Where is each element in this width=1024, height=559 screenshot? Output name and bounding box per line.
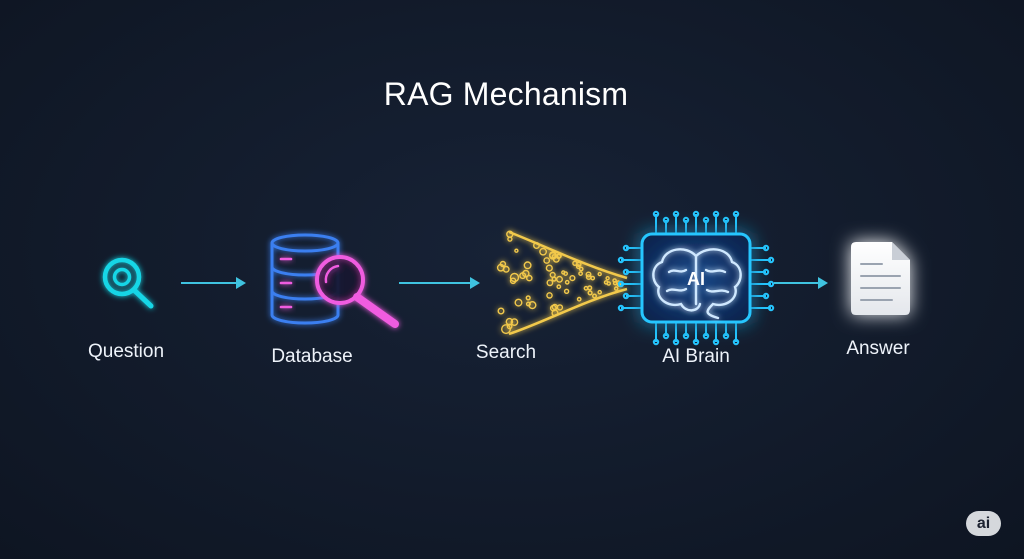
funnel-particle [539,247,547,256]
chip-pin-node [652,210,660,218]
chip-pin-node [767,256,775,264]
funnel-particle [556,275,564,283]
chip-pin-node [622,268,630,276]
funnel-particle [592,293,598,299]
page-title: RAG Mechanism [383,76,629,112]
funnel-particle [549,271,556,279]
chip-pin-node [762,268,770,276]
magnifier-icon [102,257,154,309]
funnel-particle [509,272,520,283]
chip-pin-node [732,338,740,346]
chip-pin-node [692,210,700,218]
funnel-particle [569,275,576,282]
funnel-particle [507,236,513,242]
funnel-particle [528,301,537,310]
funnel-particle [585,271,592,278]
funnel-particle [506,323,513,330]
step-label-answer: Answer [846,338,910,359]
document-icon [851,242,910,315]
chip-pin-node [702,216,710,224]
funnel-particle [509,277,517,285]
funnel-particle [578,271,583,276]
search-funnel-icon [496,230,628,336]
funnel-particle [575,264,581,270]
chip-pin-node [617,256,625,264]
chip-pin-node [652,338,660,346]
funnel-particle [546,292,553,299]
chip-pin-node [722,216,730,224]
ai-badge: ai [966,511,1001,536]
step-label-ai-brain: AI Brain [662,346,730,367]
funnel-particle [563,288,570,294]
funnel-particle [543,257,551,264]
chip-pin-node [662,216,670,224]
funnel-particle [606,281,612,286]
funnel-particle [497,307,505,315]
funnel-particle [549,251,557,259]
chip-pin-node [662,332,670,340]
funnel-particle [514,248,519,253]
database-search-icon [270,233,399,328]
funnel-particle [564,279,570,285]
funnel-particle [613,286,619,291]
funnel-particle [597,271,602,277]
chip-pin-node [767,280,775,288]
funnel-particle [612,281,618,286]
flow-arrow [399,277,480,289]
funnel-particle [587,290,593,296]
funnel-particle [585,274,592,280]
step-label-search: Search [475,342,537,363]
chip-pin-node [762,292,770,300]
funnel-particle [583,285,589,291]
chip-pin-node [672,338,680,346]
ai-brain-chip-icon: AI [617,210,775,346]
funnel-particle [510,318,519,326]
chip-pin-node [702,332,710,340]
funnel-particle [549,304,557,312]
funnel-particle [578,266,584,272]
funnel-particle [526,274,533,282]
chip-pin-node [617,304,625,312]
funnel-particle [561,270,566,275]
funnel-particle [522,269,530,278]
funnel-particle [523,261,532,270]
funnel-particle [545,264,553,272]
chip-ai-text: AI [687,269,705,289]
funnel-particle [605,276,610,281]
funnel-particle [587,285,593,291]
funnel-particle [576,296,582,302]
funnel-particle [556,304,564,311]
flow-arrow [181,277,246,289]
funnel-particle [546,279,554,287]
funnel-particle [597,289,603,295]
chip-pin-node [712,210,720,218]
funnel-particle [572,260,578,266]
chip-pin-node [682,216,690,224]
chip-pin-node [672,210,680,218]
flow-arrow [774,277,828,289]
funnel-particle [502,265,510,273]
chip-pin-node [622,244,630,252]
chip-pin-node [767,304,775,312]
chip-pin-node [762,244,770,252]
funnel-particle [525,295,531,301]
chip-pin-node [617,280,625,288]
chip-pin-node [712,338,720,346]
funnel-particle [555,253,562,259]
chip-pin-node [732,210,740,218]
funnel-particle [514,298,523,307]
step-label-question: Question [87,341,165,362]
chip-pin-node [722,332,730,340]
chip-pin-node [692,338,700,346]
chip-pin-node [622,292,630,300]
step-label-database: Database [271,346,353,367]
funnel-particle [533,241,541,249]
chip-pin-node [682,332,690,340]
funnel-particle [556,284,562,290]
